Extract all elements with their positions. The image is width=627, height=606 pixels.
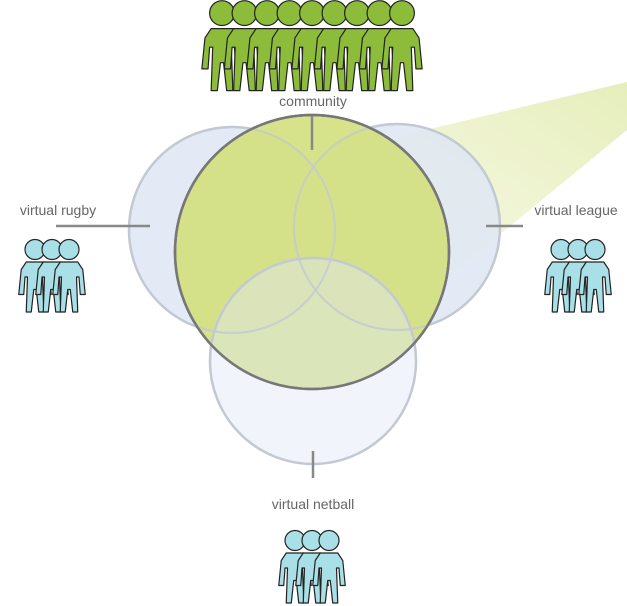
virtual-rugby-people-icon bbox=[18, 238, 86, 313]
label-virtual-league: virtual league bbox=[534, 202, 617, 218]
circle-virtual-rugby-outline bbox=[128, 126, 336, 334]
person-icon bbox=[312, 529, 346, 604]
label-virtual-rugby: virtual rugby bbox=[20, 202, 96, 218]
virtual-league-people-icon bbox=[544, 238, 612, 313]
person-icon bbox=[578, 238, 612, 313]
virtual-netball-people-icon bbox=[278, 529, 346, 604]
label-virtual-netball: virtual netball bbox=[272, 496, 355, 512]
circle-virtual-netball bbox=[208, 256, 418, 466]
person-icon bbox=[52, 238, 86, 313]
community-people-icon bbox=[201, 0, 423, 92]
label-community: community bbox=[279, 93, 347, 109]
circle-community-outline bbox=[173, 113, 451, 391]
person-icon bbox=[381, 0, 423, 92]
